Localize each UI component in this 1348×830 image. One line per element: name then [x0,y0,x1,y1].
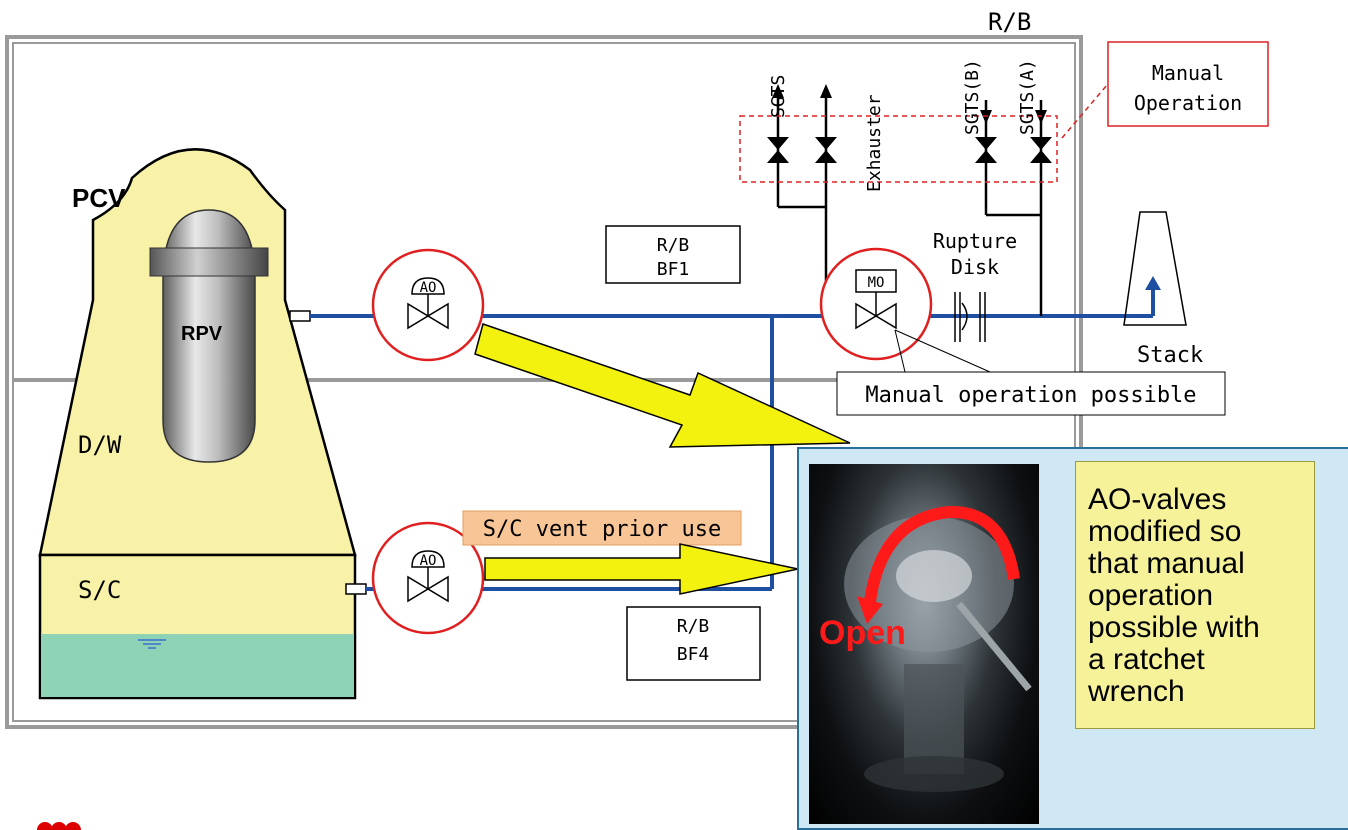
dw-nozzle [290,311,310,321]
yellow-arrow-lower [485,544,798,594]
sgts-label: SGTS [768,75,789,118]
note-line-3: that manual [1088,548,1306,580]
note-box: AO-valves modified so that manual operat… [1075,461,1315,729]
manual-possible-label: Manual operation possible [865,383,1196,408]
rb-bf4-label-1: R/B [677,616,710,637]
ao-lower-label: AO [420,553,437,569]
rb-bf1-label-1: R/B [657,235,690,256]
stack-flow-arrowhead [1145,276,1161,290]
rupture-label-1: Rupture [933,229,1017,253]
note-line-2: modified so [1088,516,1306,548]
manual-operation-label-1: Manual [1152,61,1224,85]
top-valve-3 [975,137,997,163]
note-line-4: operation [1088,580,1306,612]
rpv-label: RPV [181,323,223,345]
rupture-label-2: Disk [951,255,999,279]
open-label: Open [819,614,906,653]
manual-operation-zone [740,116,1057,182]
sc-vent-label: S/C vent prior use [483,517,721,542]
suppression-water [41,634,354,697]
note-line-6: a ratchet [1088,644,1306,676]
logo [35,818,95,830]
note-line-5: possible with [1088,612,1306,644]
sgts-a-label: SGTS(A) [1017,59,1038,135]
note-line-1: AO-valves [1088,484,1306,516]
dw-label: D/W [78,431,122,459]
exhauster-label: Exhauster [864,94,885,192]
rpv-flange [150,248,268,276]
yellow-arrow-upper [475,324,850,447]
manual-operation-label-2: Operation [1134,91,1242,115]
pcv-label: PCV [72,183,126,213]
ao-upper-label: AO [420,280,437,296]
top-valve-4 [1030,137,1052,163]
valve-photo: Open [809,464,1039,824]
manual-possible-pointer [895,330,990,372]
sc-nozzle [346,584,366,594]
top-valve-2 [815,137,837,163]
top-valve-1 [767,137,789,163]
rb-bf1-label-2: BF1 [657,259,690,280]
manual-operation-pointer [1062,85,1107,138]
callout-panel: Open AO-valves modified so that manual o… [797,447,1348,830]
sc-label: S/C [78,576,121,604]
sgts-b-label: SGTS(B) [962,59,983,135]
note-line-7: wrench [1088,676,1306,708]
stack-label: Stack [1137,343,1203,368]
mo-label: MO [868,275,885,291]
rb-top-label: R/B [988,8,1031,36]
rb-bf4-label-2: BF4 [677,644,710,665]
sgts-arrow-up-2 [820,84,832,98]
